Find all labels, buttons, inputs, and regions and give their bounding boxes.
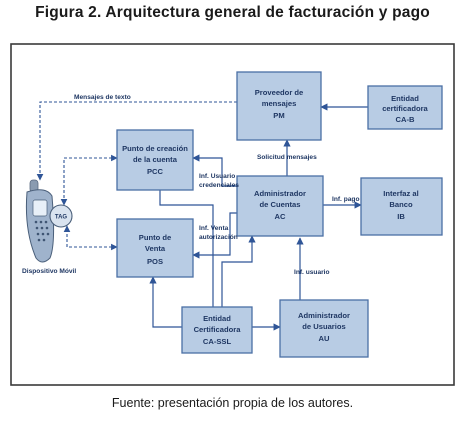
edge-pcc-tag [60,154,118,206]
node-au-line3: AU [319,334,330,343]
node-pm-line1: Proveedor de [255,88,304,97]
node-ca-ssl-line2: Certificadora [194,325,242,334]
edge-cassl-ac [221,235,256,307]
node-ac-line3: AC [275,212,286,221]
node-ib: Interfaz al Banco IB [360,177,443,236]
label-inf-venta-autorizacion-1: Inf. Venta [199,225,229,232]
node-au-line1: Administrador [298,311,350,320]
node-ib-line3: IB [397,212,405,221]
label-inf-venta-autorizacion-2: autorización [199,234,238,241]
label-mensajes-texto: Mensajes de texto [74,94,131,101]
node-ac: Administrador de Cuentas AC [236,175,324,237]
node-ca-b-line3: CA-B [396,115,415,124]
label-inf-usuario-credenciales-1: Inf. Usuario [199,173,235,180]
node-pcc: Punto de creación de la cuenta PCC [116,129,194,191]
label-inf-usuario: Inf. usuario [294,269,330,276]
edge-inf-venta-autorizacion [192,212,237,259]
node-pm-line2: mensajes [262,99,297,108]
node-pcc-line2: de la cuenta [133,155,178,164]
node-pos-line1: Punto de [139,233,171,242]
label-inf-usuario-credenciales-2: credenciales [199,182,239,189]
node-pm: Proveedor de mensajes PM [236,71,322,141]
figure-source: Fuente: presentación propia de los autor… [111,396,354,410]
node-ac-line1: Administrador [254,189,306,198]
edge-cassl-pos [149,276,182,328]
edge-pos-tag [63,225,118,251]
diagram-frame [10,43,455,386]
node-pos-line3: POS [147,257,163,266]
mobile-phone-icon [25,179,55,263]
tag-chip-icon: TAG [49,204,73,228]
device-label: Dispositivo Móvil [22,268,76,275]
node-ca-b-line1: Entidad [391,94,419,103]
node-ac-line2: de Cuentas [260,200,301,209]
node-au: Administrador de Usuarios AU [279,299,369,358]
node-au-line2: de Usuarios [302,322,345,331]
tag-label: TAG [55,215,68,221]
edge-pcc-cassl [159,190,214,307]
node-pm-line3: PM [273,111,284,120]
node-pos: Punto de Venta POS [116,218,194,278]
node-ib-line1: Interfaz al [383,189,418,198]
label-solicitud-mensajes: Solicitud mensajes [257,154,317,161]
node-ib-line2: Banco [389,200,413,209]
node-ca-b-line2: certificadora [382,104,428,113]
label-inf-pago: Inf. pago [332,196,359,203]
edge-inf-usuario-credenciales [192,154,237,187]
node-ca-b: Entidad certificadora CA-B [367,85,443,130]
node-pcc-line3: PCC [147,167,164,176]
figure-title: Figura 2. Arquitectura general de factur… [35,4,430,21]
edge-mensajes-texto [36,101,237,181]
node-ca-ssl: Entidad Certificadora CA-SSL [181,306,253,354]
node-pos-line2: Venta [145,244,166,253]
node-ca-ssl-line1: Entidad [203,314,231,323]
node-ca-ssl-line3: CA-SSL [203,337,232,346]
node-pcc-line1: Punto de creación [122,144,188,153]
